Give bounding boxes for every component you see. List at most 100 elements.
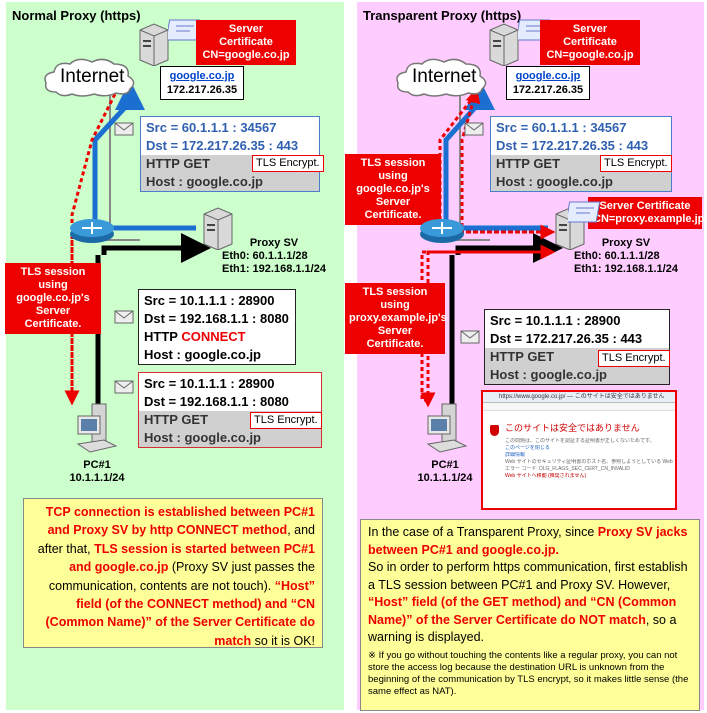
packet-src: Src = 60.1.1.1 : 34567	[496, 120, 627, 135]
packet-src: Src = 10.1.1.1 : 28900	[144, 293, 275, 308]
server-certificate-label: Server Certificate CN=google.co.jp	[196, 20, 296, 65]
packet-host: Host : google.co.jp	[491, 173, 671, 191]
cloud-label: Internet	[60, 66, 125, 87]
packet-box: Src = 10.1.1.1 : 28900 Dst = 192.168.1.1…	[138, 289, 296, 365]
tls-encrypt-tag: TLS Encrypt.	[600, 155, 672, 172]
panel-title: Normal Proxy (https)	[12, 8, 141, 23]
tls-line: Server Certificate.	[24, 305, 82, 330]
tls-line: TLS session using	[360, 157, 426, 182]
tls-line: google.co.jp's	[16, 292, 90, 304]
host-link[interactable]: google.co.jp	[515, 70, 581, 82]
cloud-icon	[396, 58, 487, 97]
proxy-title: Proxy SV	[601, 237, 651, 249]
proxy-eth1: Eth1: 192.168.1.1/24	[222, 263, 326, 275]
tls-line: proxy.example.jp's	[349, 312, 447, 324]
footnote: ※ If you go without touching the content…	[368, 649, 689, 697]
tls-line: google.co.jp's	[356, 183, 430, 195]
pc-label: PC#1 10.1.1.1/24	[410, 459, 480, 485]
envelope-icon	[460, 330, 480, 344]
pc-name: PC#1	[83, 459, 111, 471]
tls-line: Server Certificate.	[364, 196, 422, 221]
tls-encrypt-tag: TLS Encrypt.	[252, 155, 324, 172]
packet-box: Src = 10.1.1.1 : 28900 Dst = 192.168.1.1…	[138, 372, 322, 448]
packet-box: Src = 60.1.1.1 : 34567 Dst = 172.217.26.…	[490, 116, 672, 192]
packet-host: Host : google.co.jp	[144, 347, 261, 362]
cert-cn: CN=google.co.jp	[202, 49, 290, 61]
envelope-icon	[114, 122, 134, 136]
host-link[interactable]: google.co.jp	[169, 70, 235, 82]
continue-link[interactable]: Web サイトへ移動 (推奨されません)	[505, 473, 587, 479]
pc-icon	[76, 403, 118, 453]
packet-src: Src = 60.1.1.1 : 34567	[146, 120, 277, 135]
tls-line: TLS session using	[362, 286, 428, 311]
tls-encrypt-tag: TLS Encrypt.	[598, 350, 670, 367]
note-text: so it is OK!	[251, 633, 315, 648]
certificate-icon	[568, 201, 601, 223]
server-icon	[139, 23, 169, 66]
proxy-sv-label: Proxy SV Eth0: 60.1.1.1/28 Eth1: 192.168…	[222, 237, 326, 276]
warning-title: このサイトは安全ではありません	[505, 423, 640, 433]
method-prefix: HTTP	[144, 329, 182, 344]
proxy-certificate-label: Server Certificate CN=proxy.example.jp	[588, 197, 705, 229]
packet-dst: Dst = 172.217.26.35 : 443	[146, 138, 299, 153]
warning-text: Web サイトのセキュリティ証明書のホスト名、参照しようとしている Web サイ…	[505, 459, 675, 465]
proxy-sv-label: Proxy SV Eth0: 60.1.1.1/28 Eth1: 192.168…	[574, 237, 678, 276]
cert-cn: CN=proxy.example.jp	[593, 213, 705, 225]
error-code: エラー コード: DLG_FLAGS_SEC_CERT_CN_INVALID	[505, 466, 630, 472]
browser-address-bar[interactable]: https://www.google.co.jp/ — このサイトは安全ではあり…	[483, 392, 675, 403]
explanation-note: In the case of a Transparent Proxy, sinc…	[360, 519, 700, 711]
envelope-icon	[114, 380, 134, 394]
cert-cn: CN=google.co.jp	[546, 49, 634, 61]
note-text: (Proxy SV just passes the communication,…	[48, 560, 315, 593]
cert-line: Server Certificate	[599, 200, 691, 212]
tls-line: Server Certificate.	[366, 325, 424, 350]
note-highlight: TLS session is started between PC#1 and …	[69, 541, 315, 575]
google-host-box: google.co.jp 172.217.26.35	[160, 66, 244, 100]
host-ip: 172.217.26.35	[512, 84, 584, 96]
pc-ip: 10.1.1.1/24	[69, 472, 125, 484]
packet-src: Src = 10.1.1.1 : 28900	[144, 376, 275, 391]
note-text: , and after that,	[37, 523, 315, 556]
tls-session-label: TLS session using proxy.example.jp's Ser…	[345, 283, 447, 354]
pc-ip: 10.1.1.1/24	[417, 472, 473, 484]
explanation-note: TCP connection is established between PC…	[23, 498, 323, 648]
router-icon	[420, 219, 464, 243]
packet-box: Src = 60.1.1.1 : 34567 Dst = 172.217.26.…	[140, 116, 320, 192]
cloud-icon	[44, 58, 135, 97]
pc-name: PC#1	[431, 459, 459, 471]
method-connect: CONNECT	[181, 329, 246, 344]
shield-icon	[490, 425, 499, 436]
envelope-icon	[464, 122, 484, 136]
proxy-eth1: Eth1: 192.168.1.1/24	[574, 263, 678, 275]
cert-line: Server Certificate	[219, 23, 273, 48]
close-page-link[interactable]: このページを閉じる	[505, 445, 550, 451]
proxy-eth0: Eth0: 60.1.1.1/28	[222, 250, 308, 262]
panel-title: Transparent Proxy (https)	[363, 8, 522, 23]
note-text: So in order to perform https communicati…	[368, 560, 688, 592]
proxy-eth0: Eth0: 60.1.1.1/28	[574, 250, 660, 262]
warning-text: この問題は、このサイトを認証する証明書が正しくないためです。	[505, 438, 655, 444]
note-highlight: “Host” field (of the CONNECT method) and…	[45, 578, 316, 648]
cert-line: Server Certificate	[563, 23, 617, 48]
packet-dst: Dst = 192.168.1.1 : 8080	[144, 311, 289, 326]
browser-toolbar	[483, 403, 675, 411]
pc-label: PC#1 10.1.1.1/24	[62, 459, 132, 485]
envelope-icon	[114, 310, 134, 324]
tls-encrypt-tag: TLS Encrypt.	[250, 412, 322, 429]
note-text: , so a warning is displayed.	[368, 612, 677, 645]
server-icon	[203, 207, 233, 250]
tls-session-label: TLS session using google.co.jp's Server …	[345, 154, 441, 225]
note-highlight: “Host” field (of the GET method) and “CN…	[368, 595, 677, 627]
packet-method: HTTP CONNECT	[144, 328, 290, 346]
router-icon	[70, 219, 114, 243]
packet-host: Host : google.co.jp	[485, 366, 669, 384]
details-link[interactable]: 詳細情報	[505, 452, 526, 458]
packet-dst: Dst = 192.168.1.1 : 8080	[144, 394, 289, 409]
note-highlight: Proxy SV jacks between PC#1 and google.c…	[368, 525, 688, 557]
note-highlight: TCP connection is established between PC…	[45, 505, 315, 538]
host-ip: 172.217.26.35	[166, 84, 238, 96]
packet-box: Src = 10.1.1.1 : 28900 Dst = 172.217.26.…	[484, 309, 670, 385]
cloud-label: Internet	[412, 66, 477, 87]
note-text: In the case of a Transparent Proxy, sinc…	[368, 525, 598, 539]
pc-icon	[426, 403, 468, 453]
